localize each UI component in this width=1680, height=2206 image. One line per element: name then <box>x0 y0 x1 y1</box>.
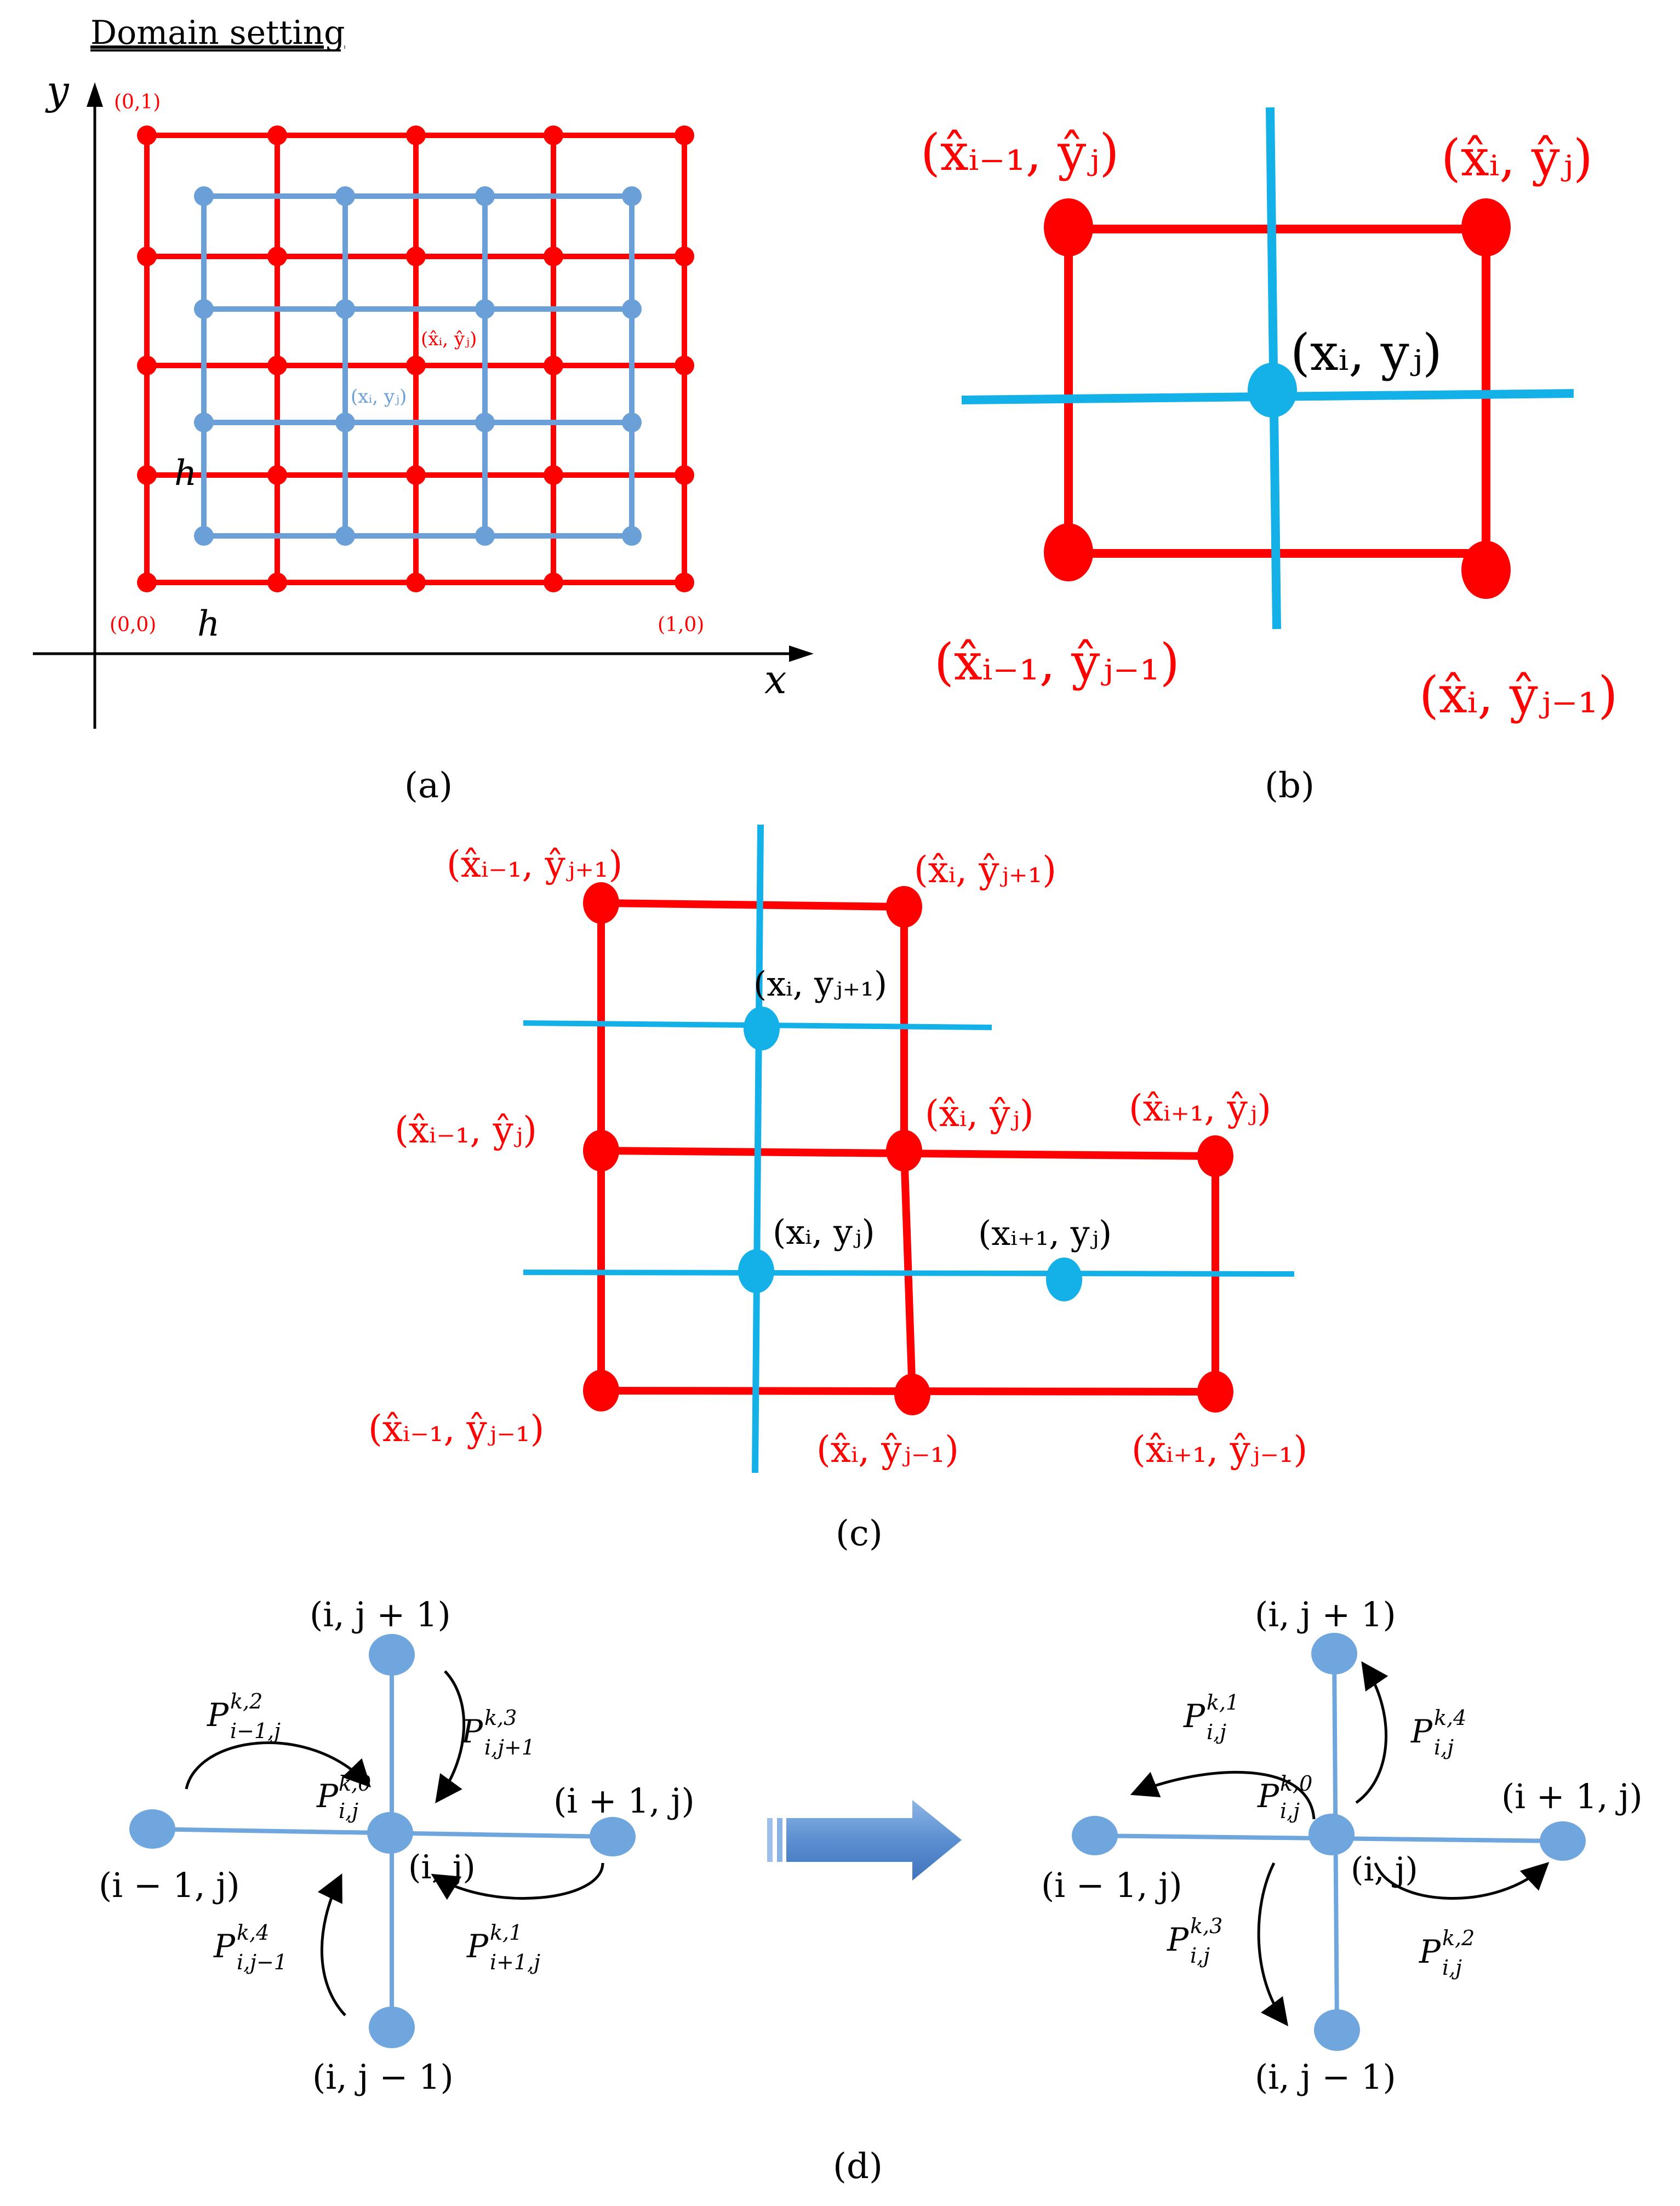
x-axis-label: x <box>764 656 787 702</box>
c-cyan-vertical <box>752 824 764 1473</box>
d-right-p0-sup: k,0 <box>1280 1771 1312 1796</box>
blue-grid <box>201 193 635 539</box>
d-right-p1-sub: i,j <box>1207 1720 1226 1744</box>
b-top-left-label: (x̂ᵢ₋₁, ŷⱼ) <box>921 123 1119 182</box>
stencil-left: (i, j + 1) (i − 1, j) (i + 1, j) (i, j −… <box>99 1595 695 2097</box>
d-right-p0-sub: i,j <box>1280 1799 1300 1823</box>
d-right-p1-sup: k,1 <box>1207 1690 1239 1714</box>
d-right-center-label: (i, j) <box>1351 1850 1418 1889</box>
c-mid-right-label: (x̂ᵢ₊₁, ŷⱼ) <box>1129 1087 1271 1129</box>
d-left-p1-sub: i+1,j <box>490 1950 540 1974</box>
d-left-right-label: (i + 1, j) <box>553 1781 695 1821</box>
h-vertical-label: h <box>174 453 197 494</box>
svg-text:P: P <box>316 1778 339 1815</box>
svg-text:P: P <box>461 1713 483 1750</box>
svg-text:P: P <box>1419 1933 1441 1970</box>
c-top-right-label: (x̂ᵢ, ŷⱼ₊₁) <box>914 849 1056 891</box>
svg-text:P: P <box>1410 1713 1433 1750</box>
svg-text:P: P <box>1167 1921 1189 1958</box>
d-left-p4-sub: i,j−1 <box>237 1950 287 1974</box>
blue-nodes <box>194 186 642 546</box>
svg-text:P: P <box>207 1696 229 1734</box>
d-left-p0-sub: i,j <box>339 1799 358 1823</box>
d-left-p1-sup: k,1 <box>490 1921 522 1945</box>
c-mid-center-label: (x̂ᵢ, ŷⱼ) <box>925 1093 1034 1135</box>
d-right-p2-sup: k,2 <box>1442 1926 1475 1950</box>
d-right-p4: P <box>1410 1713 1433 1750</box>
d-left-p4: P <box>213 1928 236 1965</box>
svg-text:P: P <box>466 1928 489 1965</box>
caption-b: (b) <box>1265 765 1315 806</box>
d-left-p2-sub: i−1,j <box>230 1719 281 1743</box>
svg-text:P: P <box>1183 1698 1205 1735</box>
d-left-p3-sub: i,j+1 <box>484 1735 535 1759</box>
h-horizontal-label: h <box>197 604 220 644</box>
b-bottom-left-label: (x̂ᵢ₋₁, ŷⱼ₋₁) <box>934 633 1180 691</box>
panel-d: (i, j + 1) (i − 1, j) (i + 1, j) (i, j −… <box>99 1595 1643 2187</box>
d-right-left-label: (i − 1, j) <box>1041 1865 1182 1905</box>
d-right-p2-sub: i,j <box>1442 1956 1462 1980</box>
corner-10-label: (1,0) <box>658 614 704 636</box>
corner-00-label: (0,0) <box>110 614 156 636</box>
caption-a: (a) <box>404 765 453 806</box>
d-right-top-label: (i, j + 1) <box>1255 1595 1396 1635</box>
corner-01-label: (0,1) <box>114 91 161 113</box>
b-top-right-label: (x̂ᵢ, ŷⱼ) <box>1441 129 1593 187</box>
panel-b: (x̂ᵢ₋₁, ŷⱼ) (x̂ᵢ, ŷⱼ) (xᵢ, yⱼ) (x̂ᵢ₋₁, ŷ… <box>921 107 1618 806</box>
d-left-p3: P <box>461 1713 483 1750</box>
red-nodes <box>137 125 694 592</box>
d-right-p4-sup: k,4 <box>1434 1706 1466 1730</box>
d-right-p0: P <box>1257 1778 1279 1815</box>
caption-c: (c) <box>836 1513 883 1554</box>
c-blue-center-label: (xᵢ, yⱼ) <box>773 1212 875 1252</box>
panel-c: (x̂ᵢ₋₁, ŷⱼ₊₁) (x̂ᵢ, ŷⱼ₊₁) (xᵢ, yⱼ₊₁) (x̂… <box>368 824 1307 1554</box>
panel-a-title: Domain setting <box>90 14 345 52</box>
d-left-p0-sup: k,0 <box>339 1771 371 1796</box>
d-left-p2-sup: k,2 <box>230 1689 262 1713</box>
b-center-label: (xᵢ, yⱼ) <box>1290 323 1442 382</box>
c-mid-left-label: (x̂ᵢ₋₁, ŷⱼ) <box>395 1109 537 1151</box>
c-bot-center-label: (x̂ᵢ, ŷⱼ₋₁) <box>816 1428 959 1471</box>
d-right-right-label: (i + 1, j) <box>1501 1776 1643 1816</box>
y-axis-label: y <box>45 67 70 113</box>
c-blue-top-label: (xᵢ, yⱼ₊₁) <box>753 964 887 1004</box>
d-right-bottom-label: (i, j − 1) <box>1255 2057 1396 2097</box>
d-left-p1: P <box>466 1928 489 1965</box>
transform-arrow <box>767 1800 962 1881</box>
d-right-p3: P <box>1167 1921 1189 1958</box>
blue-node-label: (xᵢ, yⱼ) <box>351 386 407 408</box>
d-left-center-label: (i, j) <box>408 1848 476 1887</box>
b-bottom-right-label: (x̂ᵢ, ŷⱼ₋₁) <box>1419 666 1618 724</box>
d-left-p0: P <box>316 1778 339 1815</box>
d-right-p1: P <box>1183 1698 1205 1735</box>
d-left-left-label: (i − 1, j) <box>99 1865 240 1905</box>
d-right-p4-sub: i,j <box>1434 1735 1454 1759</box>
d-left-p4-sup: k,4 <box>237 1921 269 1945</box>
c-bot-left-label: (x̂ᵢ₋₁, ŷⱼ₋₁) <box>368 1408 544 1450</box>
svg-text:P: P <box>213 1928 236 1965</box>
c-bot-right-label: (x̂ᵢ₊₁, ŷⱼ₋₁) <box>1132 1428 1307 1471</box>
c-blue-right-label: (xᵢ₊₁, yⱼ) <box>978 1213 1112 1253</box>
caption-d: (d) <box>833 2146 883 2187</box>
d-right-p2: P <box>1419 1933 1441 1970</box>
panel-a: Domain setting y x <box>33 14 814 806</box>
c-top-left-label: (x̂ᵢ₋₁, ŷⱼ₊₁) <box>447 843 622 885</box>
d-left-top-label: (i, j + 1) <box>310 1595 451 1635</box>
svg-text:P: P <box>1257 1778 1279 1815</box>
d-left-bottom-label: (i, j − 1) <box>312 2057 454 2097</box>
d-right-p3-sub: i,j <box>1190 1944 1210 1968</box>
d-right-p3-sup: k,3 <box>1190 1914 1222 1938</box>
c-cyan-mid <box>523 1270 1295 1277</box>
red-node-label: (x̂ᵢ, ŷⱼ) <box>421 328 477 350</box>
d-left-p2: P <box>207 1696 229 1734</box>
d-left-p3-sup: k,3 <box>484 1706 517 1730</box>
stencil-right: (i, j + 1) (i − 1, j) (i + 1, j) (i, j −… <box>1041 1595 1643 2097</box>
